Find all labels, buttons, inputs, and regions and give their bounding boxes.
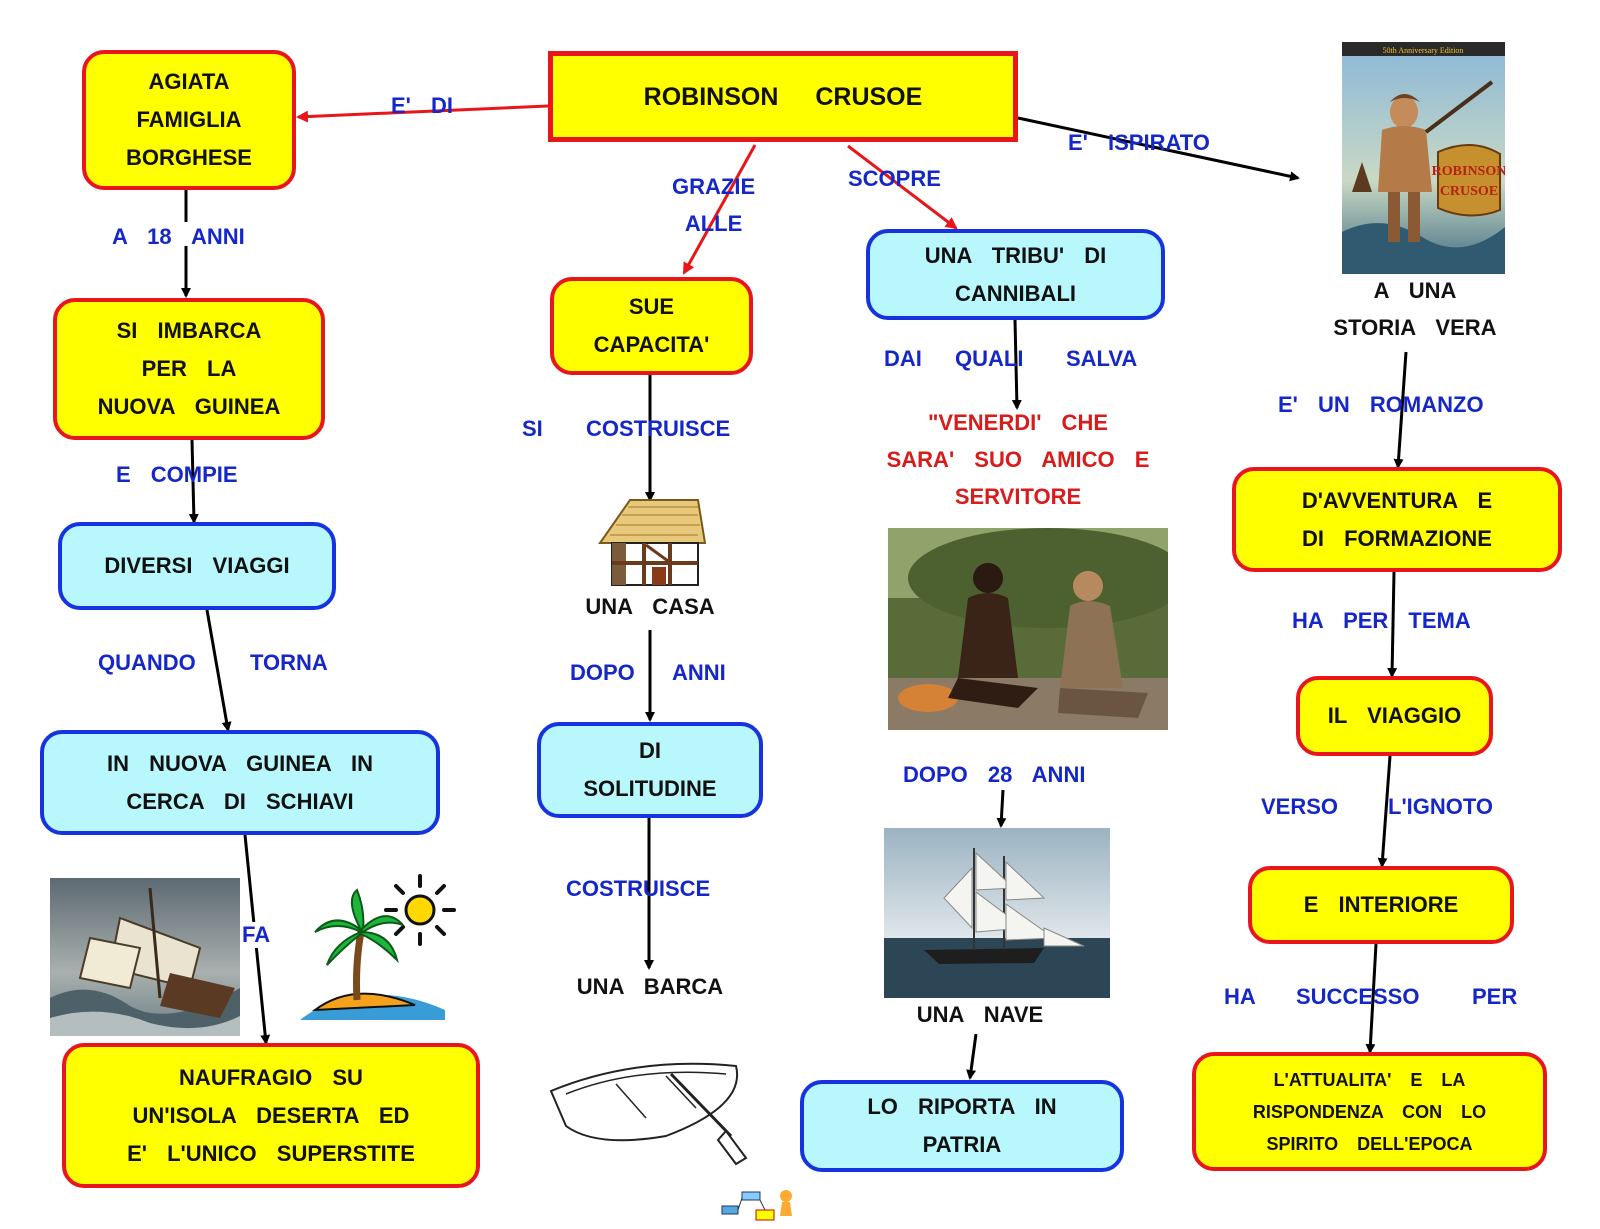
text-nave: UNA NAVE <box>916 1002 1044 1027</box>
label-dopo: DOPO <box>570 660 635 685</box>
label-romanzo: E' UN ROMANZO <box>1278 392 1484 417</box>
label-dai: DAI <box>884 346 922 371</box>
edge-venerdi-nave <box>996 789 1007 828</box>
label-per: PER <box>1472 984 1518 1009</box>
text-venerdi: "VENERDI' CHE SARA' SUO AMICO E SERVITOR… <box>886 410 1150 509</box>
label-anni: ANNI <box>672 660 726 685</box>
movie-poster-image: 50th Anniversary Edition ROBINSON CRUSOE <box>1342 42 1505 274</box>
label-torna: TORNA <box>250 650 328 675</box>
rowboat-icon <box>546 1036 756 1171</box>
label-ignoto: L'IGNOTO <box>1388 794 1494 819</box>
poster-banner: 50th Anniversary Edition <box>1383 46 1464 55</box>
edge-tribu-venerdi <box>1011 319 1022 410</box>
node-interiore: E INTERIORE <box>1248 866 1514 944</box>
node-attualita: L'ATTUALITA' E LA RISPONDENZA CON LO SPI… <box>1192 1052 1547 1171</box>
label-e-di: E' DI <box>391 93 454 118</box>
label-scopre: SCOPRE <box>848 166 941 191</box>
text-casa: UNA CASA <box>585 594 715 619</box>
edge-nave-patria <box>966 1033 978 1080</box>
label-costruisce2: COSTRUISCE <box>566 876 711 901</box>
label-verso: VERSO <box>1261 794 1339 819</box>
house-icon <box>590 495 710 590</box>
label-ispirato: E' ISPIRATO <box>1068 130 1210 155</box>
node-schiavi: IN NUOVA GUINEA IN CERCA DI SCHIAVI <box>40 730 440 835</box>
edge-title-famiglia <box>296 104 549 123</box>
node-solitudine: DI SOLITUDINE <box>537 722 763 818</box>
sailing-ship-image <box>884 828 1110 998</box>
label-quali: QUALI <box>955 346 1024 371</box>
label-e-compie: E COMPIE <box>116 462 238 487</box>
text-storia: A UNA STORIA VERA <box>1333 278 1497 340</box>
label-quando: QUANDO <box>98 650 196 675</box>
edge-avventura-viaggio <box>1387 571 1398 678</box>
label-fa: FA <box>240 922 273 948</box>
edge-imbarca-viaggi <box>188 439 199 524</box>
node-viaggi: DIVERSI VIAGGI <box>58 522 336 610</box>
text-barca: UNA BARCA <box>576 974 724 999</box>
label-costruisce1: COSTRUISCE <box>586 416 731 441</box>
node-viaggio: IL VIAGGIO <box>1296 676 1493 756</box>
edge-title-capacita <box>682 144 757 275</box>
node-avventura: D'AVVENTURA E DI FORMAZIONE <box>1232 467 1562 572</box>
node-tribu: UNA TRIBU' DI CANNIBALI <box>866 229 1165 320</box>
poster-title-1: ROBINSON <box>1432 164 1505 179</box>
label-si: SI <box>522 416 543 441</box>
label-salva: SALVA <box>1066 346 1138 371</box>
edge-storia-avventura <box>1393 351 1408 469</box>
edge-viaggi-schiavi <box>205 609 232 732</box>
node-imbarca: SI IMBARCA PER LA NUOVA GUINEA <box>53 298 325 440</box>
label-a18: A 18 ANNI <box>112 224 245 249</box>
edge-title-poster <box>1017 116 1300 182</box>
label-tema: HA PER TEMA <box>1292 608 1471 633</box>
label-grazie: GRAZIE ALLE <box>672 174 756 236</box>
node-capacita: SUE CAPACITA' <box>550 277 753 375</box>
shipwreck-image <box>50 878 240 1036</box>
mappe-logo-icon <box>720 1186 800 1226</box>
poster-title-2: CRUSOE <box>1440 184 1498 199</box>
node-naufragio: NAUFRAGIO SU UN'ISOLA DESERTA ED E' L'UN… <box>62 1043 480 1188</box>
title-box: ROBINSON CRUSOE <box>548 51 1018 142</box>
label-ha: HA <box>1224 984 1256 1009</box>
edge-viaggio-interiore <box>1377 755 1392 868</box>
island-icon <box>295 870 460 1030</box>
node-famiglia: AGIATA FAMIGLIA BORGHESE <box>82 50 296 190</box>
edge-title-tribu <box>847 144 958 230</box>
label-dopo28: DOPO 28 ANNI <box>903 762 1086 787</box>
edge-interiore-attualita <box>1365 943 1378 1054</box>
node-patria: LO RIPORTA IN PATRIA <box>800 1080 1124 1172</box>
label-successo: SUCCESSO <box>1296 984 1420 1009</box>
friday-robinson-image <box>888 528 1168 730</box>
